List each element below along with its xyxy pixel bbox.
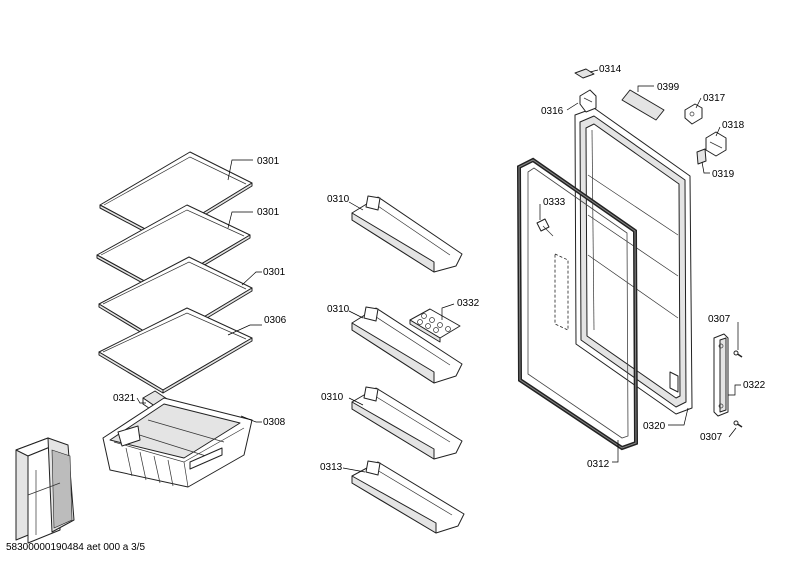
label-egg-tray[interactable]: 0332 xyxy=(457,298,480,309)
document-reference: 58300000190484 aet 000 a 3/5 xyxy=(6,542,146,553)
label-door-shelf-3[interactable]: 0310 xyxy=(321,392,344,403)
label-shelf-1[interactable]: 0301 xyxy=(257,156,280,167)
label-door-shelf-4[interactable]: 0313 xyxy=(320,462,343,473)
top-part-b xyxy=(579,89,597,113)
hinge xyxy=(705,131,727,157)
hinge-cover xyxy=(684,103,703,125)
crisper-drawer xyxy=(102,397,253,488)
egg-tray xyxy=(409,308,461,343)
glass-shelf-4 xyxy=(98,307,253,394)
door-shelf-4 xyxy=(351,460,465,534)
label-door-shelf-1[interactable]: 0310 xyxy=(327,194,350,205)
label-hinge[interactable]: 0318 xyxy=(722,120,745,131)
appliance-thumbnail xyxy=(15,437,75,544)
screw-top xyxy=(733,350,743,358)
label-screw-top[interactable]: 0307 xyxy=(708,314,731,325)
label-door-shelf-2[interactable]: 0310 xyxy=(327,304,350,315)
door-handle xyxy=(713,333,729,417)
label-hinge-cover[interactable]: 0317 xyxy=(703,93,726,104)
label-fastener[interactable]: 0333 xyxy=(543,197,566,208)
label-door[interactable]: 0320 xyxy=(643,421,666,432)
label-top-part-b[interactable]: 0316 xyxy=(541,106,564,117)
label-top-panel[interactable]: 0399 xyxy=(657,82,680,93)
door-gasket xyxy=(516,157,639,451)
fastener xyxy=(536,218,569,331)
label-screw-bottom[interactable]: 0307 xyxy=(700,432,723,443)
label-shelf-4[interactable]: 0306 xyxy=(264,315,287,326)
part-labels: 0301 0301 0301 0306 0321 0308 0310 0310 … xyxy=(113,64,766,473)
label-hinge-plate[interactable]: 0319 xyxy=(712,169,735,180)
door-shelf-2 xyxy=(351,306,463,384)
label-top-part-a[interactable]: 0314 xyxy=(599,64,622,75)
door-panel xyxy=(574,107,693,415)
label-handle[interactable]: 0322 xyxy=(743,380,766,391)
label-crisper-drawer[interactable]: 0308 xyxy=(263,417,286,428)
label-crisper-lid[interactable]: 0321 xyxy=(113,393,136,404)
label-door-gasket[interactable]: 0312 xyxy=(587,459,610,470)
label-shelf-2[interactable]: 0301 xyxy=(257,207,280,218)
hinge-plate xyxy=(696,148,707,165)
door-shelf-3 xyxy=(351,386,463,460)
door-shelf-1 xyxy=(351,195,463,273)
leader-lines xyxy=(136,69,741,473)
label-shelf-3[interactable]: 0301 xyxy=(263,267,286,278)
screw-bottom xyxy=(733,420,743,428)
top-part-a xyxy=(574,68,595,79)
top-panel xyxy=(621,89,665,121)
